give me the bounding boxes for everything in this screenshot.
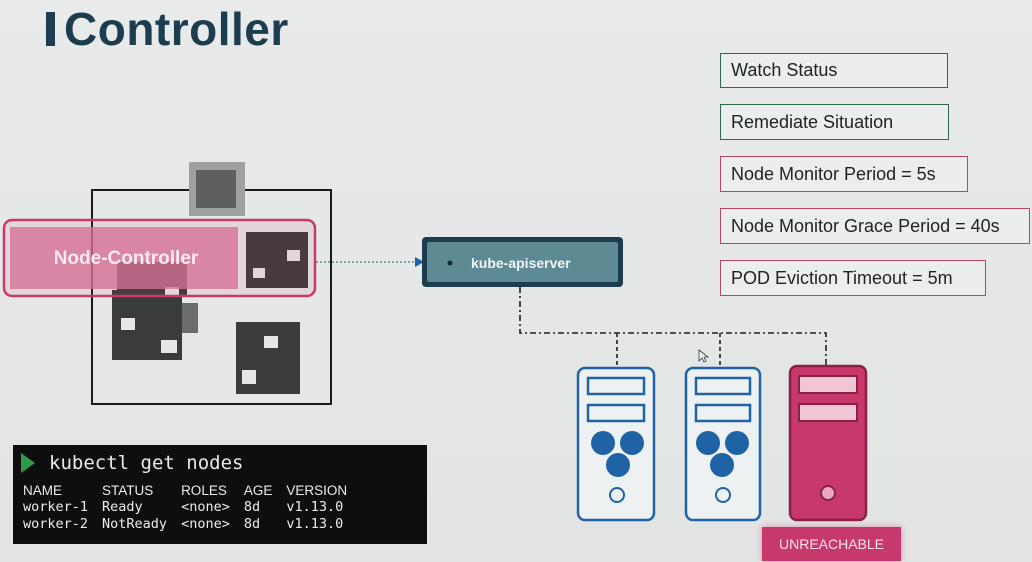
controller-block-2-window-b	[253, 268, 265, 278]
node-controller-label: Node-Controller	[54, 248, 199, 269]
page-title: Controller	[64, 3, 289, 55]
header-roles: ROLES	[181, 483, 227, 498]
mouse-cursor-icon	[698, 349, 710, 363]
controller-block-2-window-a	[287, 250, 300, 261]
worker-server-2-power	[715, 487, 731, 503]
worker-server-1-slot-a	[586, 376, 646, 396]
row-age: 8d	[243, 499, 261, 515]
unreachable-server-slot-b	[798, 403, 858, 422]
worker-server-2-pod-b	[725, 431, 749, 455]
header-name: NAME	[23, 483, 63, 498]
link-arrowhead	[415, 257, 424, 267]
apiserver-label: kube-apiserver	[471, 255, 571, 271]
controller-block-1-side	[182, 303, 198, 333]
terminal-command: kubectl get nodes	[49, 452, 244, 474]
controller-block-1-window-b	[161, 340, 177, 353]
table-row: worker-1 Ready <none> 8d v1.13.0	[23, 499, 361, 516]
row-roles: <none>	[181, 516, 230, 532]
worker-server-1-slot-b	[586, 403, 646, 423]
row-version: v1.13.0	[286, 499, 344, 515]
worker-server-1-pod-b	[620, 431, 644, 455]
header-age: AGE	[243, 483, 273, 498]
nodes-table-header: NAME STATUS ROLES AGE VERSION	[23, 483, 361, 499]
title-accent-bar	[46, 12, 55, 46]
info-box-remediate-situation: Remediate Situation	[720, 104, 949, 140]
unreachable-server-slot-a	[798, 375, 858, 394]
row-age: 8d	[243, 516, 261, 532]
table-row: worker-2 NotReady <none> 8d v1.13.0	[23, 516, 361, 533]
unreachable-server-power	[820, 485, 836, 501]
header-status: STATUS	[102, 483, 154, 498]
row-version: v1.13.0	[286, 516, 344, 532]
master-component-top-inner	[196, 170, 236, 208]
terminal-window: kubectl get nodes NAME STATUS ROLES AGE …	[13, 445, 427, 544]
row-name: worker-2	[23, 516, 89, 532]
row-status: Ready	[102, 499, 143, 515]
node-controller-fill	[10, 227, 238, 289]
network-bus	[519, 287, 827, 368]
info-box-watch-status: Watch Status	[720, 53, 948, 88]
info-box-node-monitor-grace-period: Node Monitor Grace Period = 40s	[720, 208, 1030, 244]
info-box-node-monitor-period: Node Monitor Period = 5s	[720, 156, 968, 192]
controller-block-1-window-a	[121, 318, 135, 330]
unreachable-badge: UNREACHABLE	[762, 527, 901, 561]
worker-server-2-slot-a	[694, 376, 752, 396]
worker-server-1-pod-c	[606, 453, 630, 477]
prompt-arrow-icon	[21, 453, 35, 473]
controller-block-3-window-b	[242, 370, 256, 384]
controller-block-stack-window	[165, 287, 179, 297]
apiserver-box	[427, 242, 618, 282]
worker-server-1-power	[609, 487, 625, 503]
worker-server-1-pod-a	[591, 431, 615, 455]
worker-server-2-slot-b	[694, 403, 752, 423]
worker-server-2-pod-a	[696, 431, 720, 455]
row-roles: <none>	[181, 499, 230, 515]
row-name: worker-1	[23, 499, 89, 515]
controller-block-3-window-a	[264, 336, 278, 348]
header-version: VERSION	[286, 483, 348, 498]
info-box-pod-eviction-timeout: POD Eviction Timeout = 5m	[720, 260, 986, 296]
worker-server-2-pod-c	[710, 453, 734, 477]
nodes-table: NAME STATUS ROLES AGE VERSION worker-1 R…	[23, 483, 361, 533]
row-status: NotReady	[102, 516, 168, 532]
apiserver-dot	[447, 260, 453, 266]
